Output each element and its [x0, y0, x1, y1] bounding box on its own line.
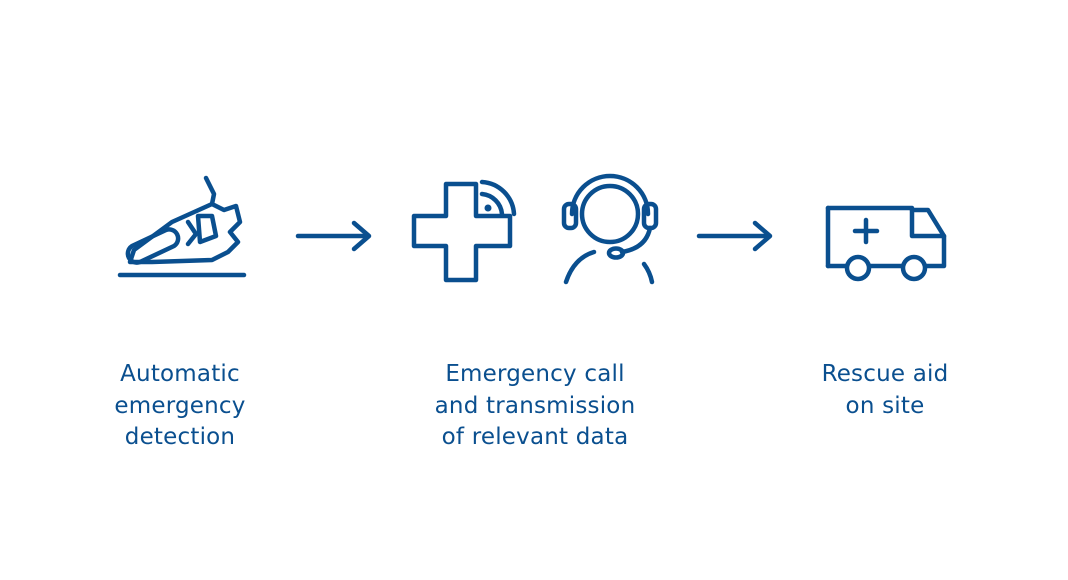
- label-line: Emergency call: [445, 361, 625, 387]
- step-label-detection: Automatic emergency detection: [80, 359, 280, 454]
- arrow-right-icon: [696, 220, 775, 252]
- label-line: detection: [124, 424, 236, 450]
- label-line: Automatic: [120, 361, 240, 387]
- step-label-rescue: Rescue aid on site: [777, 359, 993, 422]
- label-line: and transmission: [434, 392, 636, 419]
- label-line: on site: [845, 392, 925, 419]
- medical-cross-signal-icon: [410, 176, 522, 288]
- arrow-right-icon: [295, 220, 374, 252]
- label-line: of relevant data: [441, 424, 629, 450]
- ambulance-icon: [824, 200, 950, 286]
- label-line: Rescue aid: [821, 361, 949, 387]
- operator-headset-icon: [558, 168, 662, 286]
- crash-car-icon: [112, 172, 252, 282]
- step-label-emergency-call: Emergency call and transmission of relev…: [405, 359, 665, 454]
- label-line: emergency: [114, 392, 246, 419]
